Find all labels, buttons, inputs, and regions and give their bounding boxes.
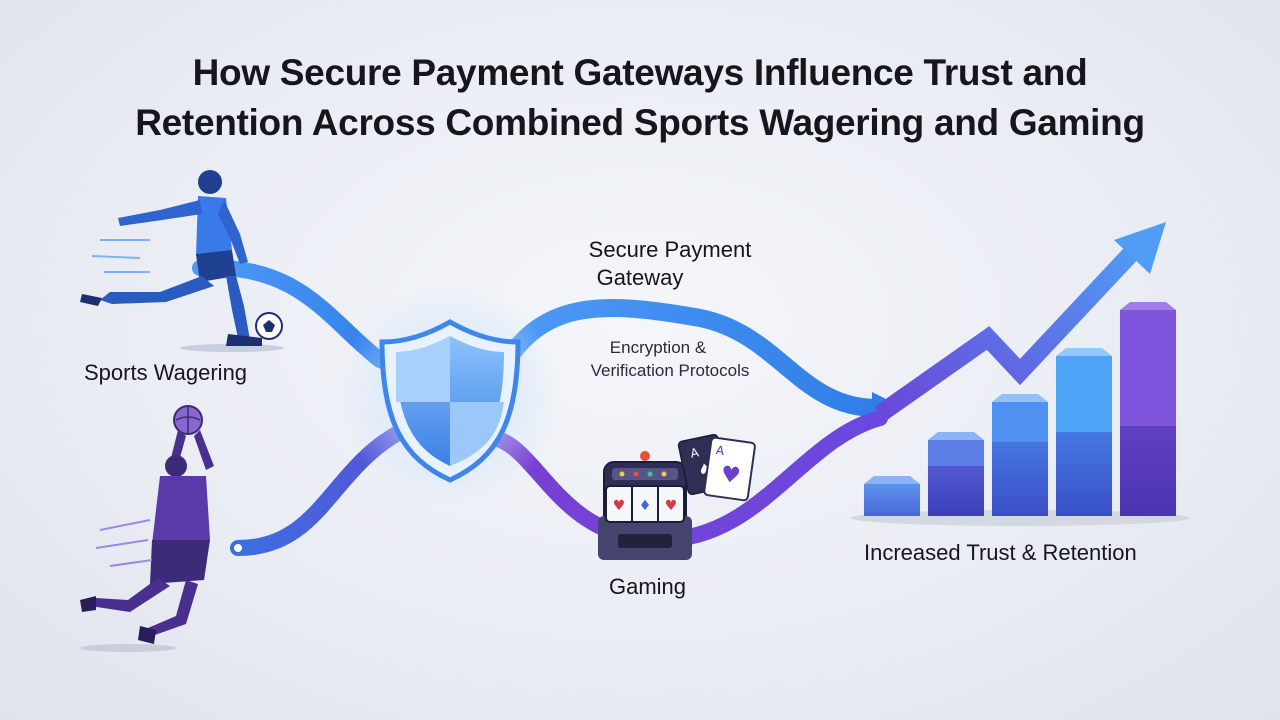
basketball-player-icon: [80, 405, 214, 652]
svg-text:♥: ♥: [613, 498, 626, 514]
bar-1: [864, 476, 920, 516]
protocols-label-line-2: Verification Protocols: [590, 361, 750, 380]
soccer-ball-icon: [255, 312, 283, 340]
svg-text:♥: ♥: [719, 462, 742, 490]
gateway-flow: [491, 299, 889, 418]
title-line-1: How Secure Payment Gateways Influence Tr…: [192, 52, 1088, 93]
flow-start-dot: [234, 544, 242, 552]
gateway-label-line-2: Gateway: [596, 265, 684, 290]
trend-arrow: [874, 237, 1147, 422]
bar-5: [1120, 302, 1176, 516]
outcome-label: Increased Trust & Retention: [864, 540, 1137, 565]
gaming-label: Gaming: [609, 574, 687, 599]
svg-text:♦: ♦: [639, 498, 652, 514]
sports-wagering-label: Sports Wagering: [84, 360, 248, 385]
bar-4: [1056, 348, 1112, 516]
playing-cards-icon: A ♠ A ♥: [677, 433, 756, 502]
svg-text:♥: ♥: [665, 498, 678, 514]
diagram-title: How Secure Payment Gateways Influence Tr…: [0, 48, 1280, 148]
svg-text:A: A: [689, 445, 701, 461]
title-line-2: Retention Across Combined Sports Wagerin…: [135, 102, 1145, 143]
gateway-label: Secure Payment Gateway: [560, 236, 780, 292]
bar-2: [928, 432, 984, 516]
bar-chart-icon: [850, 302, 1190, 526]
protocols-label-line-1: Encryption &: [609, 338, 707, 357]
slot-machine-icon: ♥ ♦ ♥: [598, 451, 709, 560]
trend-arrow-head: [1114, 222, 1166, 274]
svg-text:A: A: [715, 443, 726, 458]
bar-3: [992, 394, 1048, 516]
shield-icon: [379, 319, 521, 483]
protocols-label: Encryption & Verification Protocols: [560, 336, 780, 382]
soccer-player-icon: [80, 170, 284, 352]
gateway-label-line-1: Secure Payment: [588, 237, 752, 262]
